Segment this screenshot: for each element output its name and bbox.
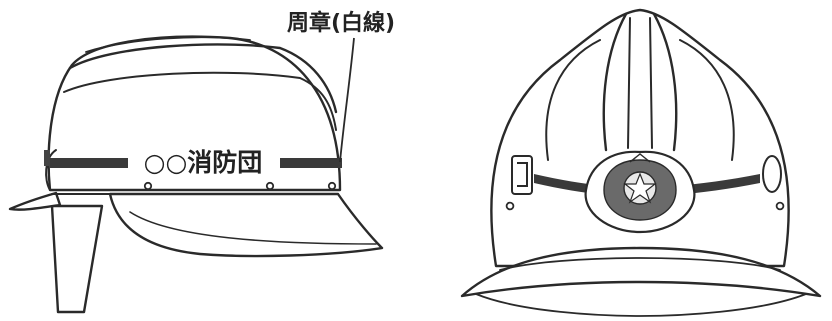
- front-rivets: [505, 201, 785, 211]
- side-band-right: [280, 158, 342, 168]
- clip-hook: [517, 162, 528, 187]
- rivet: [327, 181, 337, 191]
- front-visor: [108, 192, 384, 258]
- crest-ridge-inner: [63, 71, 337, 131]
- neck-flap: [50, 204, 104, 314]
- crest-ridge-top: [85, 36, 251, 53]
- side-rivets: [143, 181, 337, 191]
- front-brim-under: [475, 293, 807, 317]
- badge-star: [623, 172, 657, 204]
- side-band: [50, 158, 342, 168]
- rivet: [143, 181, 153, 191]
- rear-side-edge: [45, 149, 57, 191]
- badge-crown: [629, 153, 651, 163]
- side-oval-vent: [762, 155, 782, 193]
- front-crest-center-right: [649, 17, 653, 149]
- clip-plate: [511, 155, 533, 195]
- chin-strap-clip-icon: [511, 155, 533, 195]
- side-band-left: [50, 158, 128, 168]
- brigade-name-label: ○○消防団: [144, 148, 263, 177]
- helmet-side-view: [8, 35, 384, 314]
- front-lobe-left: [545, 39, 601, 161]
- rivet: [775, 201, 785, 211]
- front-dome: [490, 8, 790, 268]
- rivet: [265, 181, 275, 191]
- band-leader-line: [339, 37, 355, 163]
- front-band-right: [674, 174, 760, 195]
- front-crest-center-left: [627, 17, 631, 149]
- front-crest-right: [652, 12, 678, 152]
- helmet-front-view: [460, 8, 822, 317]
- rear-brim: [8, 191, 62, 211]
- front-lobe-right: [679, 39, 735, 161]
- crest-ridge: [68, 43, 338, 114]
- front-crest-left: [602, 12, 628, 152]
- front-brim-inner: [499, 257, 781, 271]
- rivet: [505, 201, 515, 211]
- band-annotation-label: 周章(白線): [287, 10, 395, 36]
- fire-brigade-emblem-icon: [584, 150, 696, 234]
- side-badge-edge: [44, 150, 50, 166]
- front-brim: [460, 246, 822, 298]
- visor-inner-edge: [129, 211, 377, 245]
